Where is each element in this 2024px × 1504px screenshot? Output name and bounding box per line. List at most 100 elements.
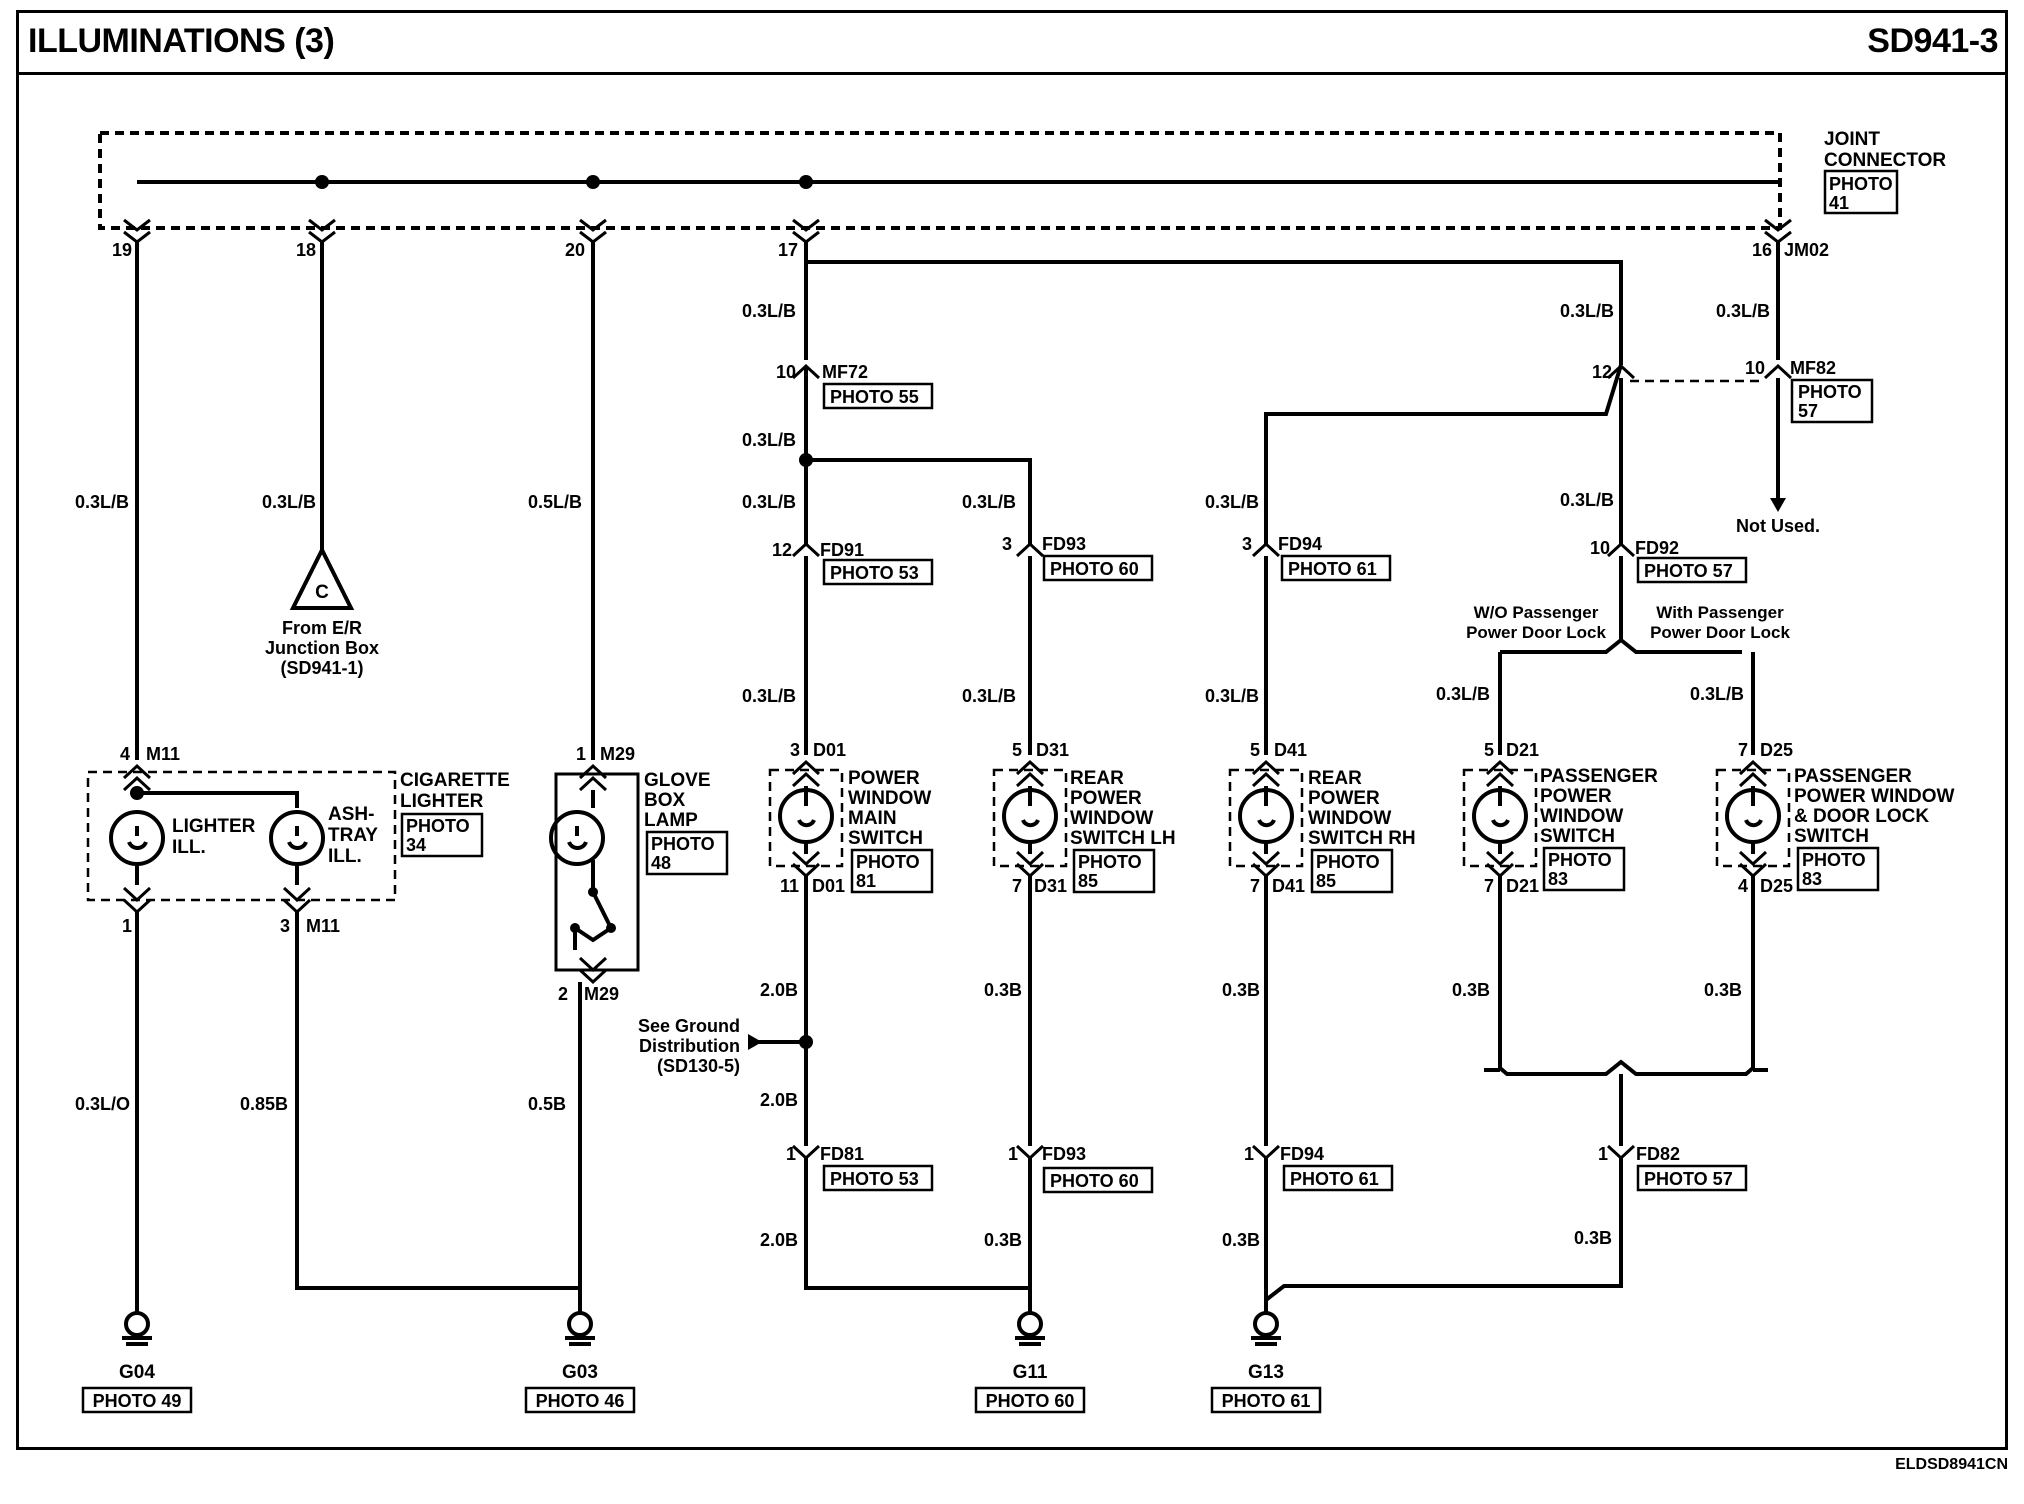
svg-text:Power Door Lock: Power Door Lock [1466,623,1606,642]
svg-text:WINDOW: WINDOW [1070,808,1153,829]
svg-text:D41: D41 [1272,876,1305,896]
svg-text:0.3L/B: 0.3L/B [1716,301,1770,321]
svg-text:WINDOW: WINDOW [1308,808,1391,829]
svg-text:0.3L/B: 0.3L/B [742,492,796,512]
svg-text:PHOTO 61: PHOTO 61 [1288,559,1377,579]
svg-text:G04: G04 [119,1362,155,1383]
svg-text:SWITCH: SWITCH [1540,826,1615,847]
svg-text:& DOOR LOCK: & DOOR LOCK [1794,806,1929,827]
svg-text:D25: D25 [1760,876,1793,896]
svg-text:PHOTO: PHOTO [406,816,470,836]
svg-text:D41: D41 [1274,740,1307,760]
svg-text:CIGARETTE: CIGARETTE [400,770,510,791]
svg-text:3: 3 [1002,534,1012,554]
svg-text:G11: G11 [1013,1362,1048,1383]
svg-text:FD82: FD82 [1636,1144,1680,1164]
jc-label-connector: CONNECTOR [1824,150,1946,171]
svg-text:D01: D01 [812,876,845,896]
svg-text:D25: D25 [1760,740,1793,760]
svg-text:PHOTO: PHOTO [1078,852,1142,872]
ground-g03: G03 PHOTO 46 [524,1311,636,1414]
svg-text:SWITCH LH: SWITCH LH [1070,828,1176,849]
svg-text:0.3L/B: 0.3L/B [1690,684,1744,704]
svg-text:1: 1 [786,1144,796,1164]
svg-text:PHOTO: PHOTO [1798,382,1862,402]
svg-text:PHOTO 53: PHOTO 53 [830,563,919,583]
svg-text:0.5B: 0.5B [528,1094,566,1114]
svg-text:0.3B: 0.3B [1222,1230,1260,1250]
svg-text:1: 1 [1598,1144,1608,1164]
svg-text:D31: D31 [1034,876,1067,896]
svg-text:2.0B: 2.0B [760,1090,798,1110]
cig-photo-box [400,812,484,858]
svg-text:PHOTO: PHOTO [1548,850,1612,870]
svg-text:0.3B: 0.3B [1222,980,1260,1000]
svg-text:0.3L/O: 0.3L/O [75,1094,130,1114]
svg-text:M29: M29 [600,744,635,764]
svg-text:PHOTO 60: PHOTO 60 [1050,559,1139,579]
power-window-main-and-rear-lh-circuit: 0.3L/B 10 MF72 PHOTO 55 0.3L/B 0.3L/B 0.… [742,242,1623,755]
ground-g13: G13 PHOTO 61 [1210,1311,1322,1414]
svg-text:3: 3 [1242,534,1252,554]
svg-text:POWER WINDOW: POWER WINDOW [1794,786,1954,807]
svg-text:WINDOW: WINDOW [1540,806,1623,827]
svg-text:PHOTO: PHOTO [1829,174,1893,194]
svg-text:12: 12 [772,540,792,560]
svg-text:D21: D21 [1506,876,1539,896]
svg-text:M11: M11 [146,744,180,764]
svg-text:4: 4 [1738,876,1748,896]
glove-photo-box [645,830,729,876]
svg-text:0.5L/B: 0.5L/B [528,492,582,512]
svg-text:83: 83 [1548,869,1568,889]
svg-text:POWER: POWER [1540,786,1612,807]
ground-wiring: 2.0B See Ground Distribution (SD130-5) 2… [638,876,1768,1312]
svg-text:BOX: BOX [644,790,686,811]
svg-text:REAR: REAR [1308,768,1362,789]
switch-rear-power-window-rh: 5 D41 REAR POWER WINDOW SWITCH RH PHOTO … [1228,740,1416,896]
svg-text:0.3B: 0.3B [1574,1228,1612,1248]
svg-text:PASSENGER: PASSENGER [1540,766,1658,787]
svg-text:1: 1 [1244,1144,1254,1164]
svg-text:(SD941-1): (SD941-1) [280,658,363,678]
svg-text:0.3L/B: 0.3L/B [742,301,796,321]
svg-text:PHOTO 49: PHOTO 49 [93,1391,182,1411]
svg-text:7: 7 [1484,876,1494,896]
svg-text:11: 11 [780,876,799,896]
svg-text:1: 1 [576,744,586,764]
svg-text:FD91: FD91 [820,540,864,560]
jc-photo-box [1823,169,1899,215]
svg-text:10: 10 [1590,538,1610,558]
mf82-not-used: 0.3L/B 10 MF82 PHOTO 57 Not Used. [1716,242,1874,536]
svg-text:G13: G13 [1248,1362,1284,1383]
svg-text:7: 7 [1738,740,1748,760]
svg-text:PASSENGER: PASSENGER [1794,766,1912,787]
svg-text:PHOTO 61: PHOTO 61 [1290,1169,1379,1189]
svg-text:0.3L/B: 0.3L/B [1436,684,1490,704]
svg-text:7: 7 [1012,876,1022,896]
svg-text:M29: M29 [584,984,619,1004]
svg-text:FD81: FD81 [820,1144,864,1164]
jc-pin-18: 18 [296,240,316,260]
svg-text:4: 4 [120,744,130,764]
title-bar-rule [16,72,2008,75]
svg-text:83: 83 [1802,869,1822,889]
svg-text:2: 2 [558,984,568,1004]
svg-text:PHOTO 46: PHOTO 46 [536,1391,625,1411]
svg-text:PHOTO 61: PHOTO 61 [1222,1391,1311,1411]
svg-text:SWITCH RH: SWITCH RH [1308,828,1416,849]
switch-passenger-power-window-door-lock: 7 D25 PASSENGER POWER WINDOW & DOOR LOCK… [1715,740,1954,896]
svg-text:SWITCH: SWITCH [1794,826,1869,847]
cigarette-lighter-circuit: 0.3L/B 4 M11 LIGHTER ILL. ASH- TRAY ILL.… [75,242,582,1312]
svg-text:2.0B: 2.0B [760,1230,798,1250]
svg-text:0.85B: 0.85B [240,1094,288,1114]
svg-text:M11: M11 [306,916,340,936]
svg-text:1: 1 [1008,1144,1018,1164]
svg-text:(SD130-5): (SD130-5) [657,1056,740,1076]
svg-text:See Ground: See Ground [638,1016,740,1036]
svg-text:From E/R: From E/R [282,618,362,638]
svg-text:D31: D31 [1036,740,1069,760]
jc-connector-code: JM02 [1784,240,1829,260]
switch-passenger-power-window: 5 D21 PASSENGER POWER WINDOW SWITCH PHOT… [1462,740,1658,896]
svg-text:0.3B: 0.3B [1704,980,1742,1000]
svg-text:0.3L/B: 0.3L/B [1560,490,1614,510]
